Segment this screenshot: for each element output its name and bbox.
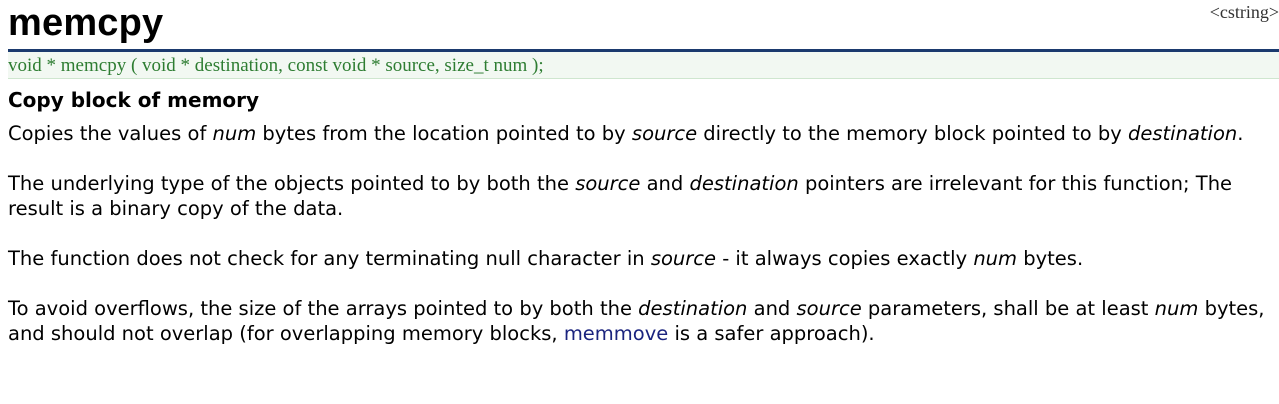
param-source: source — [631, 122, 698, 145]
text: Copies the values of — [8, 122, 213, 145]
text: bytes from the location pointed to by — [256, 122, 632, 145]
param-num: num — [973, 247, 1018, 270]
param-destination: destination — [689, 172, 799, 195]
text: bytes, and should not overlap (for overl… — [8, 297, 1265, 345]
text: parameters, shall be at least — [861, 297, 1155, 320]
param-source: source — [650, 247, 716, 270]
function-prototype: void * memcpy ( void * destination, cons… — [8, 52, 1279, 79]
header-library-label: <cstring> — [1209, 2, 1279, 22]
text: directly to the memory block pointed to … — [697, 122, 1128, 145]
description: Copies the values of num bytes from the … — [8, 121, 1268, 346]
text: is a safer approach). — [668, 322, 875, 345]
description-paragraph-4: To avoid overflows, the size of the arra… — [8, 296, 1268, 346]
text: pointers are irrelevant for this functio… — [8, 172, 1233, 220]
text: and — [640, 172, 690, 195]
page-header: memcpy <cstring> — [8, 0, 1279, 52]
param-source: source — [575, 172, 641, 195]
text: The function does not check for any term… — [8, 247, 651, 270]
text: To avoid overflows, the size of the arra… — [8, 297, 639, 320]
text: . — [1237, 122, 1244, 145]
description-paragraph-2: The underlying type of the objects point… — [8, 171, 1268, 221]
param-destination: destination — [1127, 122, 1238, 145]
text: bytes. — [1017, 247, 1084, 270]
param-source: source — [796, 297, 862, 320]
memmove-link[interactable]: memmove — [563, 322, 669, 345]
page-title: memcpy — [8, 2, 164, 44]
param-num: num — [212, 122, 257, 145]
text: and — [747, 297, 797, 320]
description-paragraph-3: The function does not check for any term… — [8, 246, 1268, 271]
text: The underlying type of the objects point… — [8, 172, 576, 195]
text: - it always copies exactly — [716, 247, 974, 270]
description-paragraph-1: Copies the values of num bytes from the … — [8, 121, 1268, 146]
param-destination: destination — [638, 297, 748, 320]
param-num: num — [1154, 297, 1199, 320]
function-summary: Copy block of memory — [8, 88, 260, 112]
